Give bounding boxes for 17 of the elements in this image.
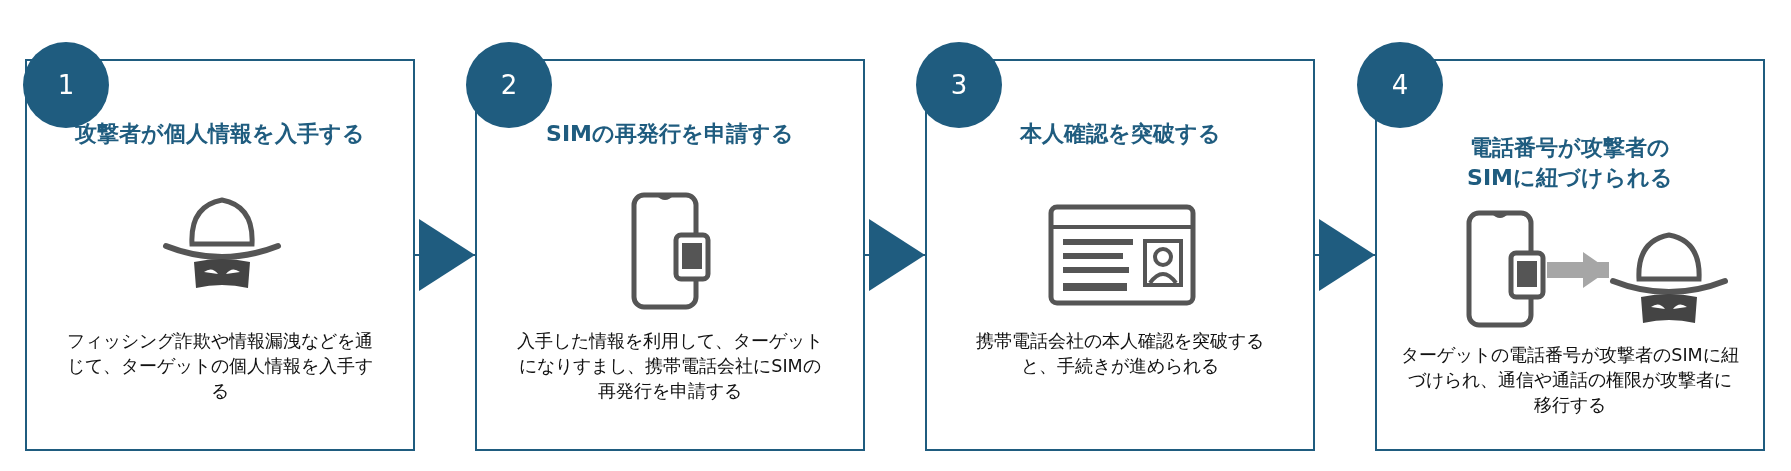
step-description: フィッシング詐欺や情報漏洩などを通じて、ターゲットの個人情報を入手する xyxy=(66,330,374,403)
step-heading: 本人確認を突破する xyxy=(1018,120,1222,148)
step-card xyxy=(475,59,865,451)
step-description: 携帯電話会社の本人確認を突破すると、手続きが進められる xyxy=(975,330,1265,378)
chevron-arrow xyxy=(864,219,926,291)
step-card xyxy=(25,59,415,451)
step-number-badge: 4 xyxy=(1357,42,1443,128)
step-number-badge: 3 xyxy=(916,42,1002,128)
step-description: 入手した情報を利用して、ターゲットになりすまし、携帯電話会社にSIMの再発行を申請する xyxy=(516,330,824,403)
chevron-arrow xyxy=(414,219,476,291)
step-heading: 電話番号が攻撃者のSIMに紐づけられる xyxy=(1466,134,1674,192)
chevron-arrow xyxy=(1314,219,1376,291)
step-card xyxy=(925,59,1315,451)
step-card xyxy=(1375,59,1765,451)
step-description: ターゲットの電話番号が攻撃者のSIMに紐づけられ、通信や通話の権限が攻撃者に移行する xyxy=(1401,344,1739,417)
smartphone-sim-icon xyxy=(1465,209,1547,331)
block-arrow xyxy=(1547,252,1609,288)
